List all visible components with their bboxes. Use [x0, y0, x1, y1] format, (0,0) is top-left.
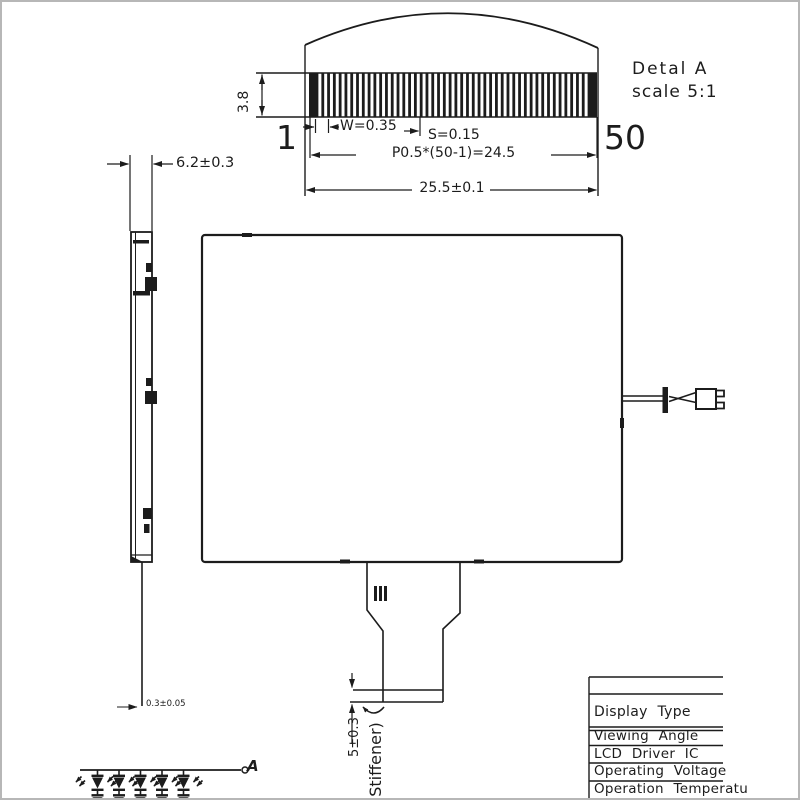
side-view: [107, 155, 173, 710]
spec-table-grid: [588, 676, 723, 800]
fpc-tail: [350, 563, 461, 703]
led-circuit: [75, 766, 249, 800]
detail-scale: scale 5:1: [632, 82, 718, 102]
dim-label-band-height: 3.8: [236, 90, 252, 113]
dim-pin-width: [303, 119, 339, 133]
led-symbols: [91, 770, 204, 800]
front-view: [200, 233, 725, 744]
stiffener-label: (Stiffener): [366, 722, 385, 800]
fold-arrow: [362, 706, 385, 714]
front-outline: [200, 233, 624, 564]
tail-index-marks: [374, 586, 387, 601]
detail-title: Detal A: [632, 59, 709, 79]
dim-label-stiffener-height: 5±0.3: [347, 717, 362, 757]
wire-connector: [622, 387, 725, 413]
spec-row-operating-voltage: Operating Voltage: [594, 763, 727, 779]
anode-node: [241, 766, 249, 774]
spec-row-lcd-driver-ic: LCD Driver IC: [594, 745, 699, 762]
dim-pin-gap: [404, 117, 421, 136]
last-pin-number: 50: [604, 118, 646, 157]
dim-label-fpc-thickness: 0.3±0.05: [146, 699, 186, 709]
edge-ticks: [242, 233, 624, 564]
spec-row-viewing-angle: Viewing Angle: [594, 728, 699, 744]
dim-label-pin-width: W=0.35: [340, 118, 397, 134]
dim-label-pitch: P0.5*(50-1)=24.5: [391, 145, 516, 161]
detail-a-view: [256, 12, 599, 196]
spec-row-display-type: Display Type: [594, 704, 691, 720]
dim-label-module-thickness: 6.2±0.3: [176, 155, 235, 171]
detail-arc: [304, 12, 599, 49]
pin-comb: [309, 73, 597, 117]
dim-label-pin-gap: S=0.15: [428, 127, 480, 143]
connector-housing: [695, 388, 717, 410]
connector-pins: [716, 389, 725, 410]
first-pin-number: 1: [276, 118, 297, 157]
side-clips: [143, 263, 157, 533]
anode-label: A: [247, 757, 259, 775]
dim-label-overall-width: 25.5±0.1: [419, 180, 485, 196]
spec-row-operation-temperature: Operation Temperatu: [594, 781, 749, 797]
